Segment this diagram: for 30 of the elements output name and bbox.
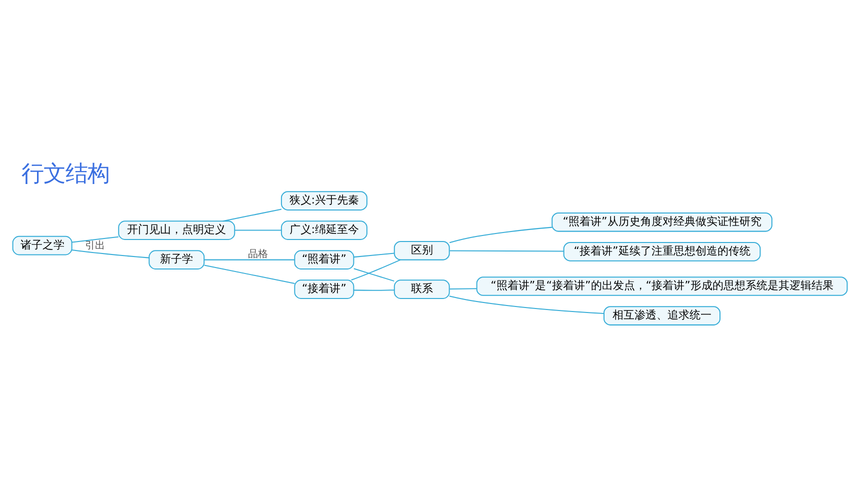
node-box: 相互渗透、追求统一 xyxy=(604,306,720,326)
diagram-title: 行文结构 xyxy=(22,161,110,188)
connector xyxy=(72,236,118,243)
connector xyxy=(204,259,295,260)
node-box: 诸子之学 xyxy=(12,236,72,256)
edge-label: 引出 xyxy=(85,240,106,252)
connector xyxy=(354,268,394,282)
connector xyxy=(354,290,394,291)
connector xyxy=(351,259,401,280)
node-box: 区别 xyxy=(394,240,450,260)
connector xyxy=(222,208,282,222)
connector xyxy=(72,249,150,258)
node-box: 新子学 xyxy=(148,250,205,270)
connector xyxy=(204,264,295,284)
node-box: 联系 xyxy=(394,280,450,299)
connector xyxy=(450,288,477,290)
node-box: 开门见山，点明定义 xyxy=(118,220,236,240)
connector xyxy=(450,250,564,252)
node-box: 广义:绵延至今 xyxy=(280,220,368,240)
node-box: “接着讲” xyxy=(294,280,354,299)
connector xyxy=(234,230,282,231)
node-box: “照着讲”从历史角度对经典做实证性研究 xyxy=(552,212,772,232)
connector xyxy=(449,296,604,314)
node-box: “照着讲” xyxy=(294,250,354,270)
connector xyxy=(449,226,552,244)
connector xyxy=(354,252,394,258)
node-box: “照着讲”是“接着讲”的出发点，“接着讲”形成的思想系统是其逻辑结果 xyxy=(476,276,848,296)
node-box: “接着讲”延续了注重思想创造的传统 xyxy=(563,242,761,262)
node-box: 狭义:兴于先秦 xyxy=(280,191,368,210)
edge-label: 品格 xyxy=(248,248,268,260)
